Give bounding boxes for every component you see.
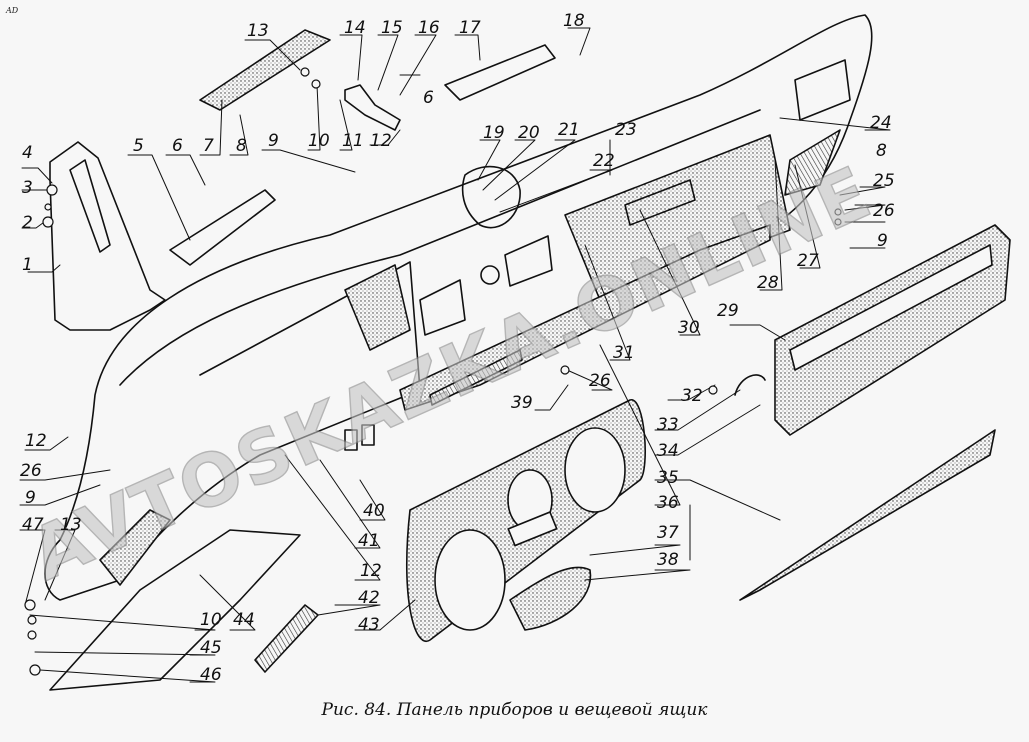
callout-31: 31 bbox=[613, 343, 635, 363]
figure-caption: Рис. 84. Панель приборов и вещевой ящик bbox=[321, 700, 708, 720]
callout-27: 27 bbox=[797, 251, 819, 271]
callout-3: 3 bbox=[22, 178, 33, 198]
callout-12: 12 bbox=[370, 131, 392, 151]
callout-10: 10 bbox=[308, 131, 330, 151]
callout-12c: 12 bbox=[360, 561, 382, 581]
callout-5: 5 bbox=[133, 136, 144, 156]
callout-47: 47 bbox=[22, 515, 44, 535]
callout-46: 46 bbox=[200, 665, 222, 685]
callout-11: 11 bbox=[342, 131, 364, 151]
callout-2: 2 bbox=[22, 213, 33, 233]
callout-43: 43 bbox=[358, 615, 380, 635]
trim-35 bbox=[739, 429, 996, 601]
callout-35: 35 bbox=[657, 468, 679, 488]
callout-40: 40 bbox=[363, 501, 385, 521]
callout-9: 9 bbox=[268, 131, 279, 151]
bracket-17 bbox=[444, 44, 556, 101]
bezel-38 bbox=[509, 566, 592, 631]
bracket-14 bbox=[344, 84, 401, 131]
callout-26c: 26 bbox=[20, 461, 42, 481]
bracket-44 bbox=[49, 529, 301, 691]
callout-36: 36 bbox=[657, 493, 679, 513]
callout-8: 8 bbox=[236, 136, 247, 156]
callout-1: 1 bbox=[22, 255, 33, 275]
callout-38: 38 bbox=[657, 550, 679, 570]
callout-10b: 10 bbox=[200, 610, 222, 630]
pad-7 bbox=[199, 29, 331, 111]
callout-37: 37 bbox=[657, 523, 679, 543]
callout-22: 22 bbox=[593, 151, 615, 171]
callout-14: 14 bbox=[344, 18, 366, 38]
callout-16: 16 bbox=[418, 18, 440, 38]
callout-19: 19 bbox=[483, 123, 505, 143]
callout-13b: 13 bbox=[60, 515, 82, 535]
bracket-1 bbox=[49, 141, 166, 331]
callout-33: 33 bbox=[657, 415, 679, 435]
callout-29: 29 bbox=[717, 301, 739, 321]
callout-24: 24 bbox=[870, 113, 892, 133]
bracket-5 bbox=[169, 189, 276, 266]
plate-19-22 bbox=[461, 165, 521, 229]
callout-13: 13 bbox=[247, 21, 269, 41]
callout-44: 44 bbox=[233, 610, 255, 630]
callout-18: 18 bbox=[563, 11, 585, 31]
corner-mark: AD bbox=[6, 6, 19, 15]
callout-6b: 6 bbox=[423, 88, 434, 108]
callout-12b: 12 bbox=[25, 431, 47, 451]
callout-41: 41 bbox=[358, 531, 380, 551]
callout-9b: 9 bbox=[877, 231, 888, 251]
callout-9c: 9 bbox=[25, 488, 36, 508]
callout-21: 21 bbox=[558, 120, 580, 140]
callout-8b: 8 bbox=[876, 141, 887, 161]
callout-26b: 26 bbox=[589, 371, 611, 391]
callout-28: 28 bbox=[757, 273, 779, 293]
callout-45: 45 bbox=[200, 638, 222, 658]
callout-17: 17 bbox=[459, 18, 481, 38]
callout-15: 15 bbox=[381, 18, 403, 38]
grille-42 bbox=[254, 604, 319, 673]
callout-39: 39 bbox=[511, 393, 533, 413]
callout-23: 23 bbox=[615, 120, 637, 140]
callout-20: 20 bbox=[518, 123, 540, 143]
callout-4: 4 bbox=[22, 143, 33, 163]
callout-32: 32 bbox=[681, 386, 703, 406]
callout-26: 26 bbox=[873, 201, 895, 221]
glovebox-opening bbox=[564, 134, 791, 301]
callout-30: 30 bbox=[678, 318, 700, 338]
callout-42: 42 bbox=[358, 588, 380, 608]
callout-7: 7 bbox=[203, 136, 214, 156]
callout-25: 25 bbox=[873, 171, 895, 191]
callout-34: 34 bbox=[657, 441, 679, 461]
callout-6: 6 bbox=[172, 136, 183, 156]
